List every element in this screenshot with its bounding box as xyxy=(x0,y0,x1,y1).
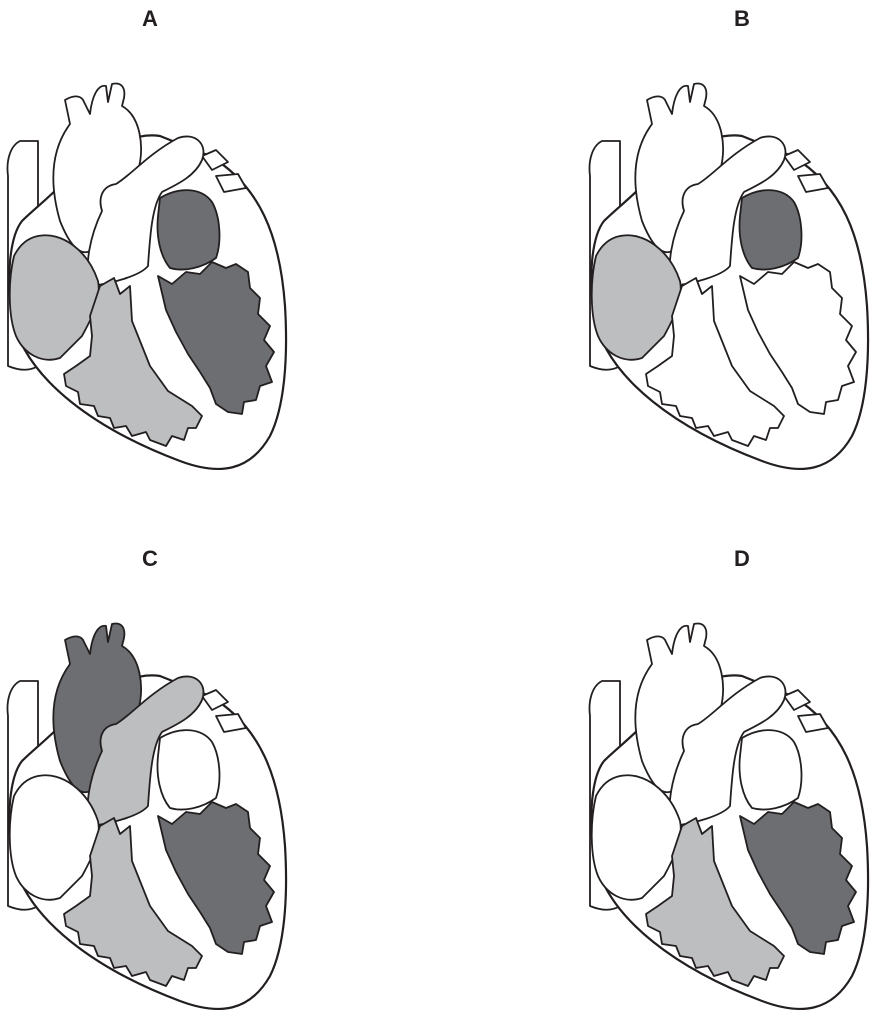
left-atrium xyxy=(740,730,802,809)
heart-diagram-b xyxy=(562,36,882,476)
panel-label-c: C xyxy=(70,544,230,574)
heart-diagram-d xyxy=(562,576,882,1016)
panel-label-d: D xyxy=(562,544,882,574)
heart-diagram-c xyxy=(0,576,300,1016)
panel-label-b: B xyxy=(562,4,882,34)
panel-b: B xyxy=(562,4,882,474)
panel-label-a: A xyxy=(70,4,230,34)
left-atrium xyxy=(158,730,220,809)
panel-d: D xyxy=(562,544,882,1014)
left-atrium xyxy=(740,190,802,269)
heart-diagram-a xyxy=(0,36,300,476)
left-atrium xyxy=(158,190,220,269)
panel-c: C xyxy=(0,544,380,1014)
panel-a: A xyxy=(0,4,380,474)
